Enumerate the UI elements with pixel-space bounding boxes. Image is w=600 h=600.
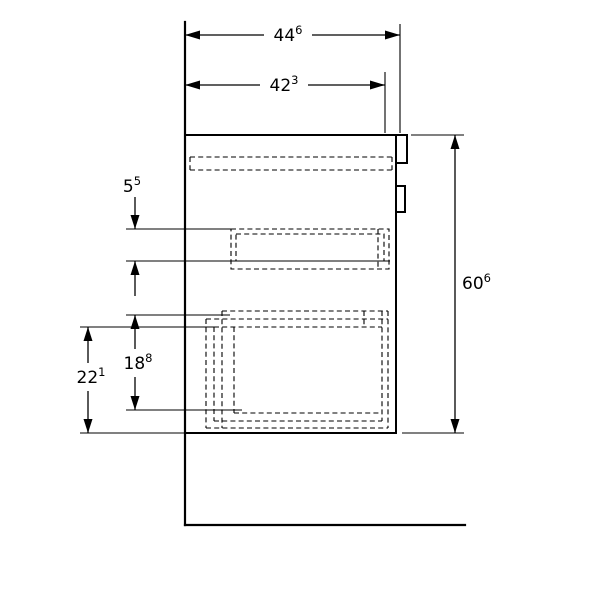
arrow-left-icon <box>185 30 200 40</box>
dim-top-drawer-offset: 55 <box>123 174 141 296</box>
dim-overall-height-label: 606 <box>462 271 491 294</box>
reference-lines <box>80 228 390 434</box>
arrow-right-icon <box>370 80 385 90</box>
mounting-tab-upper <box>395 134 408 164</box>
dim-top-drawer-label: 55 <box>123 174 141 197</box>
arrow-up-icon <box>83 327 93 341</box>
dim-inner-drawer-height: 188 <box>124 315 153 410</box>
arrow-up-icon <box>450 135 460 149</box>
cabinet-outline <box>184 134 408 434</box>
dim-body-width-label: 423 <box>270 73 299 96</box>
middle-drawer-dashed <box>230 228 390 270</box>
inner-top-panel-dashed <box>189 156 393 171</box>
dim-front-height-label: 221 <box>77 365 106 388</box>
middle-drawer-inner <box>235 233 385 262</box>
arrow-up-icon <box>130 261 140 275</box>
arrow-down-icon <box>83 419 93 433</box>
arrow-down-icon <box>450 419 460 433</box>
dim-overall-height: 606 <box>402 134 491 434</box>
arrow-up-icon <box>130 315 140 329</box>
dim-lower-front-height: 221 <box>77 327 106 433</box>
dim-overall-width-label: 446 <box>274 23 303 46</box>
arrow-down-icon <box>130 396 140 410</box>
arrow-down-icon <box>130 215 140 229</box>
wall-and-floor <box>183 20 467 527</box>
dim-overall-width: 446 <box>185 23 401 133</box>
dim-body-width: 423 <box>185 72 386 133</box>
dim-inner-height-label: 188 <box>124 351 153 374</box>
arrow-left-icon <box>185 80 200 90</box>
mounting-tab-lower <box>395 185 406 213</box>
middle-drawer-outer <box>230 228 390 270</box>
arrow-right-icon <box>385 30 400 40</box>
